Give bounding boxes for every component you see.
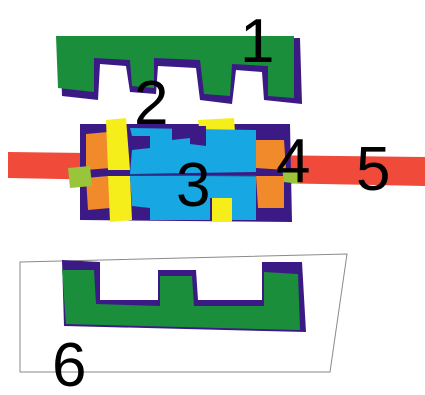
lime-wedge-right (282, 168, 300, 184)
label-5: 5 (356, 135, 390, 204)
part-1-green-comb (56, 36, 294, 98)
label-1: 1 (240, 7, 274, 76)
cyan-top-notch (172, 126, 206, 146)
label-3: 3 (176, 151, 210, 220)
yellow-bar-right-bottom (212, 196, 232, 222)
label-4: 4 (276, 127, 310, 196)
yellow-bar-left-bottom (108, 176, 132, 222)
lime-wedge-left (68, 166, 92, 188)
orange-block-right-bottom (256, 176, 284, 208)
orange-block-left-bottom (86, 176, 110, 210)
center-assembly (68, 118, 300, 222)
label-2: 2 (134, 69, 168, 138)
orange-block-right-top (256, 140, 286, 170)
label-6: 6 (52, 331, 86, 395)
cyan-block-bottom (130, 176, 256, 220)
yellow-bar-left-top (106, 118, 130, 170)
part-6-green-comb (62, 270, 300, 330)
part-6-bottom-assembly (19, 253, 348, 373)
part-1-top-comb (56, 36, 302, 104)
orange-block-left-top (86, 132, 110, 170)
cyan-block-top (130, 128, 256, 174)
center-split-line (129, 174, 257, 177)
